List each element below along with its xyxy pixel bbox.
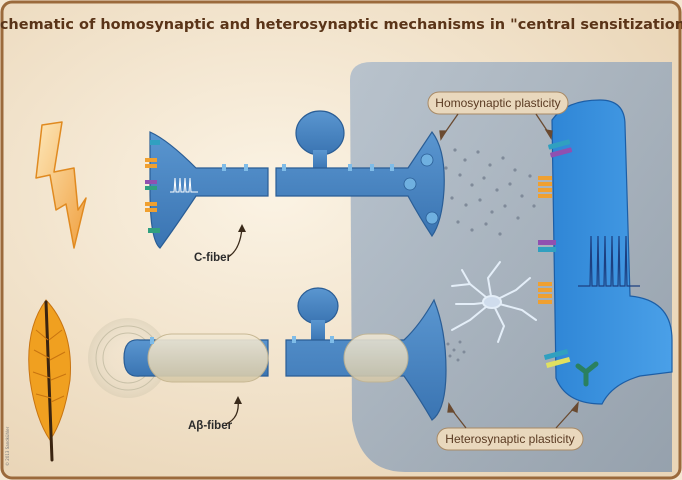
- neurotransmitter-cloud: [444, 148, 542, 236]
- lightning-bolt-icon: [35, 121, 87, 249]
- svg-text:Aβ-fiber: Aβ-fiber: [188, 420, 233, 432]
- c-fiber-neuron: [145, 110, 445, 249]
- neurotransmitter-small: [446, 340, 466, 362]
- svg-text:C-fiber: C-fiber: [194, 252, 232, 264]
- receptor-channel: [150, 140, 160, 145]
- homosynaptic-label: Homosynaptic plasticity: [427, 91, 569, 115]
- abeta-fiber-neuron: [88, 287, 447, 421]
- svg-text:Homosynaptic plasticity: Homosynaptic plasticity: [435, 96, 560, 110]
- feather-icon: [28, 299, 71, 462]
- svg-text:Heterosynaptic plasticity: Heterosynaptic plasticity: [445, 432, 574, 446]
- copyright-text: © 2013 Sandkühler: [5, 426, 10, 466]
- c-fiber-label: C-fiber: [194, 224, 246, 264]
- heterosynaptic-label: Heterosynaptic plasticity: [436, 427, 584, 451]
- plasticity-arrows: [439, 113, 579, 429]
- diagram-title: Schematic of homosynaptic and heterosyna…: [0, 17, 682, 33]
- abeta-fiber-label: Aβ-fiber: [188, 396, 242, 432]
- postsynaptic-neuron: [538, 99, 673, 405]
- glial-cell: [451, 261, 537, 343]
